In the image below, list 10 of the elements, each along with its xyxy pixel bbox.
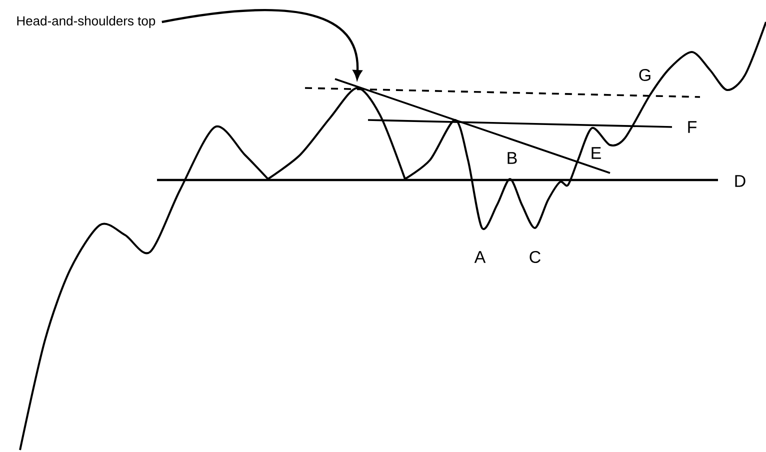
curved-arrow bbox=[162, 9, 362, 80]
head-peak-curve bbox=[267, 87, 406, 180]
title-text: Head-and-shoulders top bbox=[17, 16, 156, 28]
point-label: F bbox=[688, 121, 697, 133]
point-label: C bbox=[530, 250, 540, 264]
point-label: A bbox=[474, 251, 486, 263]
point-label: D bbox=[735, 175, 746, 187]
point-label: B bbox=[508, 152, 517, 164]
point-label: G bbox=[639, 68, 650, 82]
point-label: E bbox=[592, 147, 601, 159]
